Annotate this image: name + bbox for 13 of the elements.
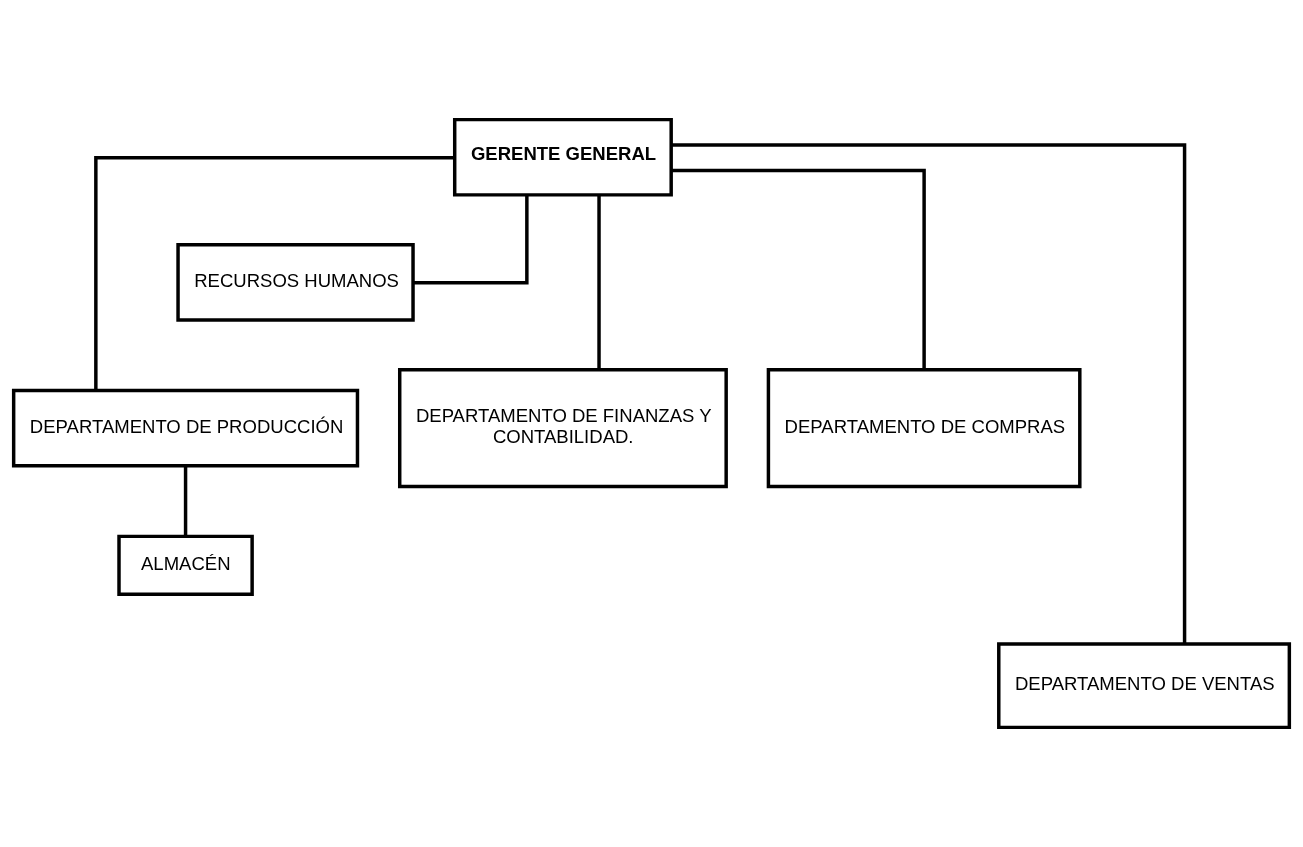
- node-box: DEPARTAMENTO DE VENTAS: [997, 642, 1292, 730]
- connector: [671, 143, 1187, 644]
- node-box: DEPARTAMENTO DE COMPRAS: [766, 367, 1082, 489]
- node-box: DEPARTAMENTO DE PRODUCCIÓN: [11, 388, 360, 468]
- connector: [94, 156, 455, 390]
- connector: [597, 194, 601, 370]
- node-box: RECURSOS HUMANOS: [176, 242, 415, 322]
- node-box: GERENTE GENERAL: [452, 117, 673, 197]
- node-box: DEPARTAMENTO DE FINANZAS Y CONTABILIDAD.: [398, 367, 728, 489]
- node-box: ALMACÉN: [117, 534, 254, 596]
- connector: [183, 465, 188, 537]
- connector: [671, 168, 926, 370]
- connector: [413, 194, 529, 285]
